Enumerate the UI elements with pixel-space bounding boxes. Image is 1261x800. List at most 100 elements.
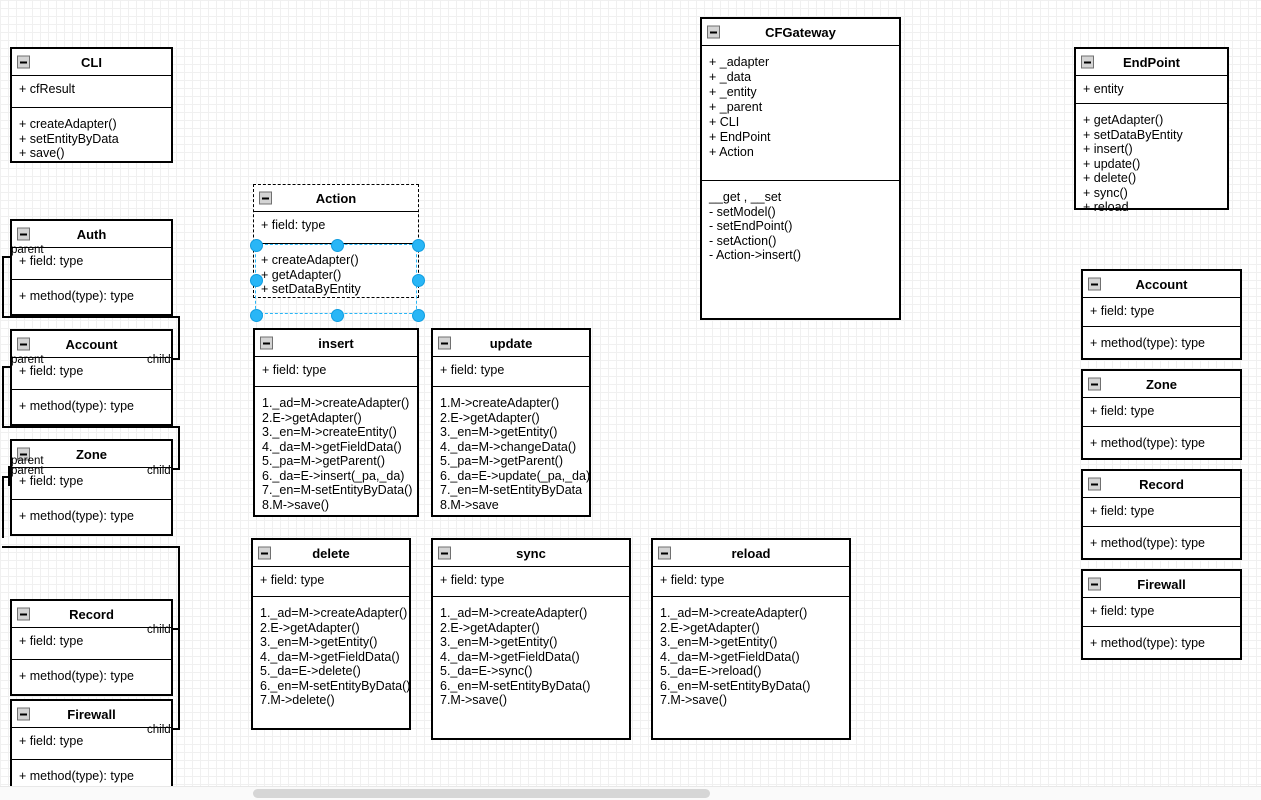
collapse-minus-icon[interactable] <box>17 55 30 69</box>
class-attributes-zone-right: + field: type <box>1083 398 1240 427</box>
class-name: CLI <box>81 55 102 70</box>
collapse-minus-icon[interactable] <box>658 546 671 560</box>
collapse-minus-icon[interactable] <box>1088 377 1101 391</box>
class-name: Record <box>1139 477 1184 492</box>
collapse-minus-icon[interactable] <box>17 337 30 351</box>
method-row: + delete() <box>1083 171 1137 185</box>
class-title-firewall-left: Firewall <box>12 701 171 728</box>
selection-handle-w[interactable] <box>249 273 263 287</box>
method-row: 5._da=E->sync() <box>440 664 533 678</box>
class-name: Zone <box>1145 377 1178 392</box>
method-row: + method(type): type <box>19 669 134 683</box>
method-row: + getAdapter() <box>261 267 342 282</box>
attribute-row: + field: type <box>1090 404 1155 418</box>
class-methods-sync: 1._ad=M->createAdapter() 2.E->getAdapter… <box>433 597 629 714</box>
class-methods-zone-right: + method(type): type <box>1083 427 1240 458</box>
class-title-cfgateway: CFGateway <box>702 19 899 46</box>
attribute-row: + Action <box>709 145 754 159</box>
connector-account-zone-arrow <box>166 468 180 470</box>
class-box-firewall-right[interactable]: Firewall + field: type + method(type): t… <box>1081 569 1242 660</box>
attribute-row: + field: type <box>262 363 327 377</box>
connector-auth-account-horizontal-bottom <box>2 316 180 318</box>
class-name: Firewall <box>67 707 116 722</box>
selection-handle-se[interactable] <box>411 308 425 322</box>
collapse-minus-icon[interactable] <box>707 25 720 39</box>
class-box-sync[interactable]: sync + field: type 1._ad=M->createAdapte… <box>431 538 631 740</box>
class-name: Account <box>1135 277 1188 292</box>
connector-auth-account-arrow <box>166 358 180 360</box>
attribute-row: + field: type <box>1090 504 1155 518</box>
attribute-row: + field: type <box>1090 604 1155 618</box>
method-row: + method(type): type <box>19 399 134 413</box>
horizontal-scrollbar-thumb[interactable] <box>253 789 710 798</box>
selection-handle-nw[interactable] <box>249 238 263 252</box>
class-name: Record <box>69 607 114 622</box>
method-row: 3._en=M->getEntity() <box>660 635 778 649</box>
collapse-minus-icon[interactable] <box>17 707 30 721</box>
class-methods-zone-left: + method(type): type <box>12 500 171 534</box>
attribute-row: + field: type <box>19 734 84 748</box>
connector-auth-account-down <box>178 316 180 360</box>
class-attributes-reload: + field: type <box>653 567 849 597</box>
class-box-record-right[interactable]: Record + field: type + method(type): typ… <box>1081 469 1242 560</box>
selection-handle-e[interactable] <box>411 273 425 287</box>
class-methods-record-right: + method(type): type <box>1083 527 1240 558</box>
collapse-minus-icon[interactable] <box>258 546 271 560</box>
method-row: + getAdapter() <box>1083 113 1164 127</box>
class-methods-record-left: + method(type): type <box>12 660 171 694</box>
attribute-row: + entity <box>1083 82 1124 96</box>
attribute-row: + field: type <box>440 363 505 377</box>
class-name: delete <box>312 546 350 561</box>
class-box-account-right[interactable]: Account + field: type + method(type): ty… <box>1081 269 1242 360</box>
connector-zone-right-rail <box>178 546 180 730</box>
collapse-minus-icon[interactable] <box>1088 477 1101 491</box>
collapse-minus-icon[interactable] <box>17 607 30 621</box>
attribute-row: + field: type <box>660 573 725 587</box>
class-box-record-left[interactable]: Record + field: type + method(type): typ… <box>10 599 173 696</box>
collapse-minus-icon[interactable] <box>259 191 272 205</box>
class-box-cfgateway[interactable]: CFGateway + _adapter + _data + _entity +… <box>700 17 901 320</box>
class-attributes-insert: + field: type <box>255 357 417 387</box>
method-row: 4._da=M->getFieldData() <box>260 649 400 664</box>
collapse-minus-icon[interactable] <box>1088 577 1101 591</box>
collapse-minus-icon[interactable] <box>17 447 30 461</box>
attribute-row: + field: type <box>19 254 84 268</box>
collapse-minus-icon[interactable] <box>17 227 30 241</box>
class-box-reload[interactable]: reload + field: type 1._ad=M->createAdap… <box>651 538 851 740</box>
method-row: 5._da=E->delete() <box>260 664 361 678</box>
class-box-zone-left[interactable]: Zone + field: type + method(type): type <box>10 439 173 536</box>
method-row: + setDataByEntity <box>1083 127 1183 142</box>
class-methods-firewall-right: + method(type): type <box>1083 627 1240 658</box>
selection-handle-ne[interactable] <box>411 238 425 252</box>
class-box-firewall-left[interactable]: Firewall + field: type + method(type): t… <box>10 699 173 796</box>
horizontal-scrollbar-track[interactable] <box>0 786 1261 800</box>
method-row: 7._en=M-setEntityByData() <box>262 483 413 497</box>
class-box-update[interactable]: update + field: type 1.M->createAdapter(… <box>431 328 591 517</box>
selection-rectangle-action <box>255 244 417 314</box>
attribute-row: + EndPoint <box>709 130 771 144</box>
class-attributes-cli: + cfResult <box>12 76 171 108</box>
method-row: 1.M->createAdapter() <box>440 396 560 410</box>
class-box-delete[interactable]: delete + field: type 1._ad=M->createAdap… <box>251 538 411 730</box>
class-box-insert[interactable]: insert + field: type 1._ad=M->createAdap… <box>253 328 419 517</box>
class-name: Auth <box>76 227 107 242</box>
class-box-cli[interactable]: CLI + cfResult + createAdapter() + setEn… <box>10 47 173 163</box>
selection-handle-n[interactable] <box>330 238 344 252</box>
collapse-minus-icon[interactable] <box>1088 277 1101 291</box>
method-row: + insert() <box>1083 142 1133 156</box>
class-box-zone-right[interactable]: Zone + field: type + method(type): type <box>1081 369 1242 460</box>
class-name: Account <box>65 337 118 352</box>
class-box-endpoint[interactable]: EndPoint + entity + getAdapter() + setDa… <box>1074 47 1229 214</box>
method-row: 6._en=M-setEntityByData() <box>440 678 591 693</box>
class-box-auth[interactable]: Auth + field: type + method(type): type <box>10 219 173 316</box>
collapse-minus-icon[interactable] <box>1081 55 1094 69</box>
collapse-minus-icon[interactable] <box>260 336 273 350</box>
collapse-minus-icon[interactable] <box>438 546 451 560</box>
method-row: + method(type): type <box>19 289 134 303</box>
selection-handle-sw[interactable] <box>249 308 263 322</box>
class-box-account-left[interactable]: Account + field: type + method(type): ty… <box>10 329 173 426</box>
selection-handle-s[interactable] <box>330 308 344 322</box>
class-methods-account-right: + method(type): type <box>1083 327 1240 358</box>
collapse-minus-icon[interactable] <box>438 336 451 350</box>
